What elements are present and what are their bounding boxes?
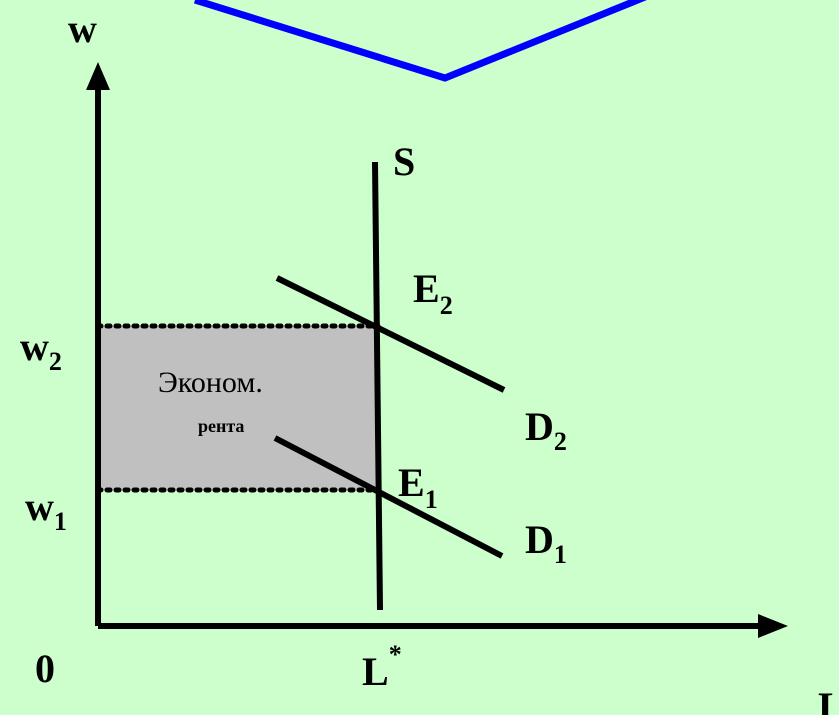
decorative-v-line xyxy=(193,0,647,82)
economic-rent-area xyxy=(98,326,378,490)
x-axis-arrow-icon xyxy=(758,614,788,638)
d2-label: D2 xyxy=(525,404,567,456)
demand-curve-d1 xyxy=(273,435,504,559)
demand-curve-d2 xyxy=(275,275,506,393)
economic-rent-subtitle: рента xyxy=(198,416,244,436)
y-axis-arrow-icon xyxy=(86,62,110,90)
x-axis-label: L xyxy=(818,684,839,715)
supply-label: S xyxy=(393,139,415,184)
e2-label: E2 xyxy=(413,266,453,320)
d1-label: D1 xyxy=(525,517,567,569)
y-axis-label: w xyxy=(68,6,97,51)
origin-label: 0 xyxy=(35,646,55,691)
e1-label: E1 xyxy=(398,460,438,514)
supply-curve xyxy=(372,161,383,611)
economic-rent-title: Эконом. xyxy=(158,366,263,399)
lstar-tick-label: L* xyxy=(362,640,402,694)
w1-tick-label: w1 xyxy=(25,484,67,536)
w2-tick-label: w2 xyxy=(20,324,62,376)
